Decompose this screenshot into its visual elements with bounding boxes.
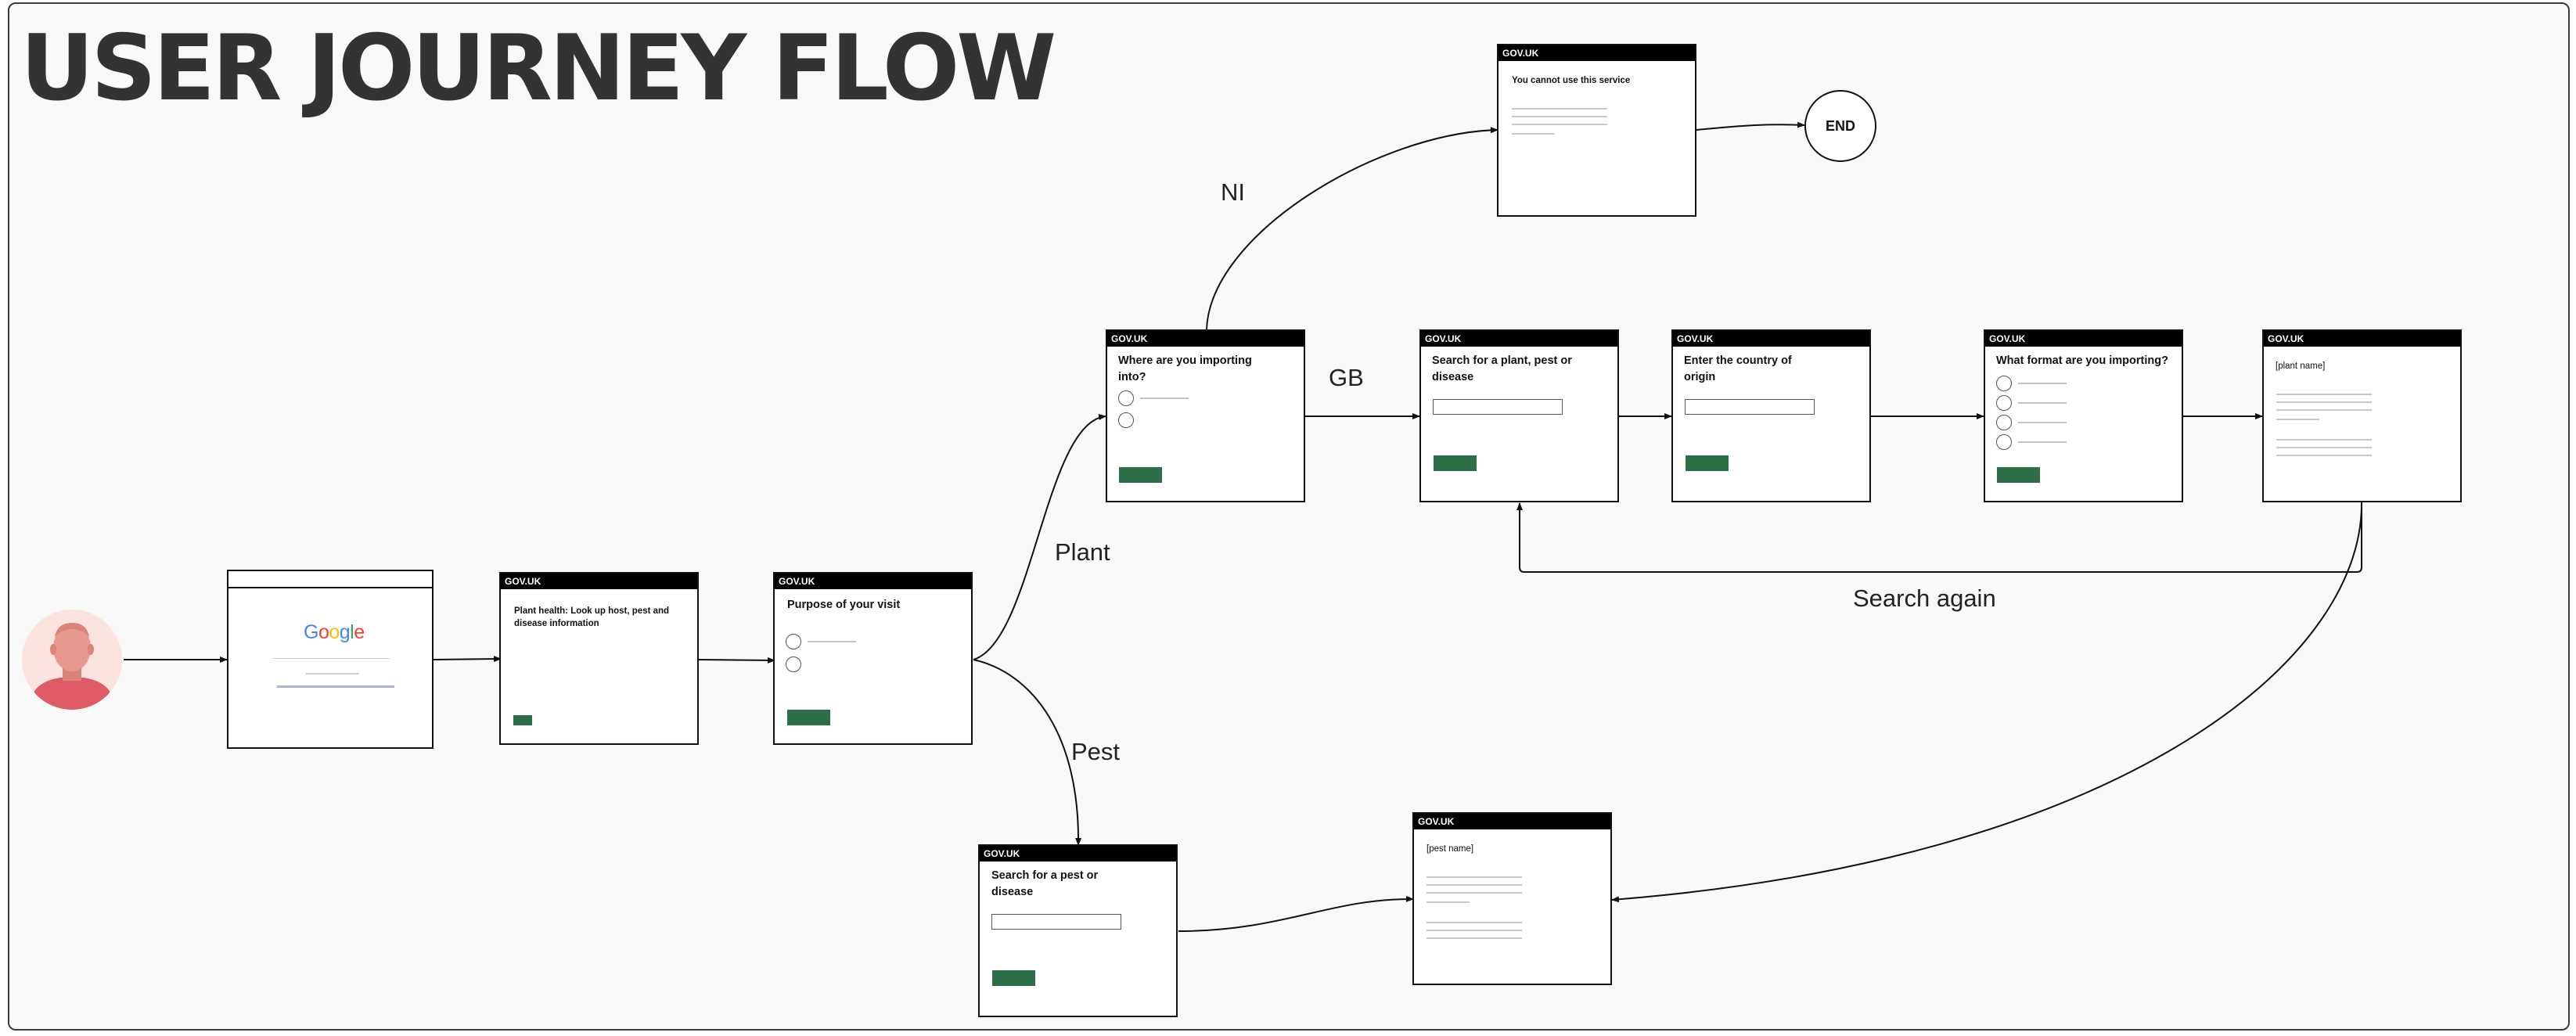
result-heading: [plant name] bbox=[2276, 362, 2326, 371]
continue-button[interactable] bbox=[1997, 467, 2040, 483]
search-plant-screen[interactable]: GOV.UK Search for a plant, pest or disea… bbox=[1419, 329, 1619, 502]
user-avatar bbox=[21, 609, 123, 714]
radio-label bbox=[2018, 441, 2067, 443]
search-pest-screen[interactable]: GOV.UK Search for a pest or disease bbox=[978, 844, 1178, 1017]
screen-heading: Search for a plant, pest or disease bbox=[1432, 354, 1572, 384]
arrow-pest-search-to-pest-result bbox=[1178, 895, 1414, 932]
arrow-search-to-start bbox=[432, 656, 502, 663]
arrow-importing-to-not-allowed bbox=[1206, 127, 1498, 331]
radio-option[interactable] bbox=[1996, 434, 2012, 450]
search-input[interactable] bbox=[1433, 399, 1563, 415]
browser-toolbar bbox=[228, 571, 432, 588]
body-text-line bbox=[1427, 930, 1522, 931]
body-text-line bbox=[1427, 876, 1522, 878]
body-text-line bbox=[2276, 394, 2372, 395]
country-input[interactable] bbox=[1685, 399, 1815, 415]
gov-header: GOV.UK bbox=[1107, 331, 1304, 347]
gov-header: GOV.UK bbox=[1985, 331, 2182, 347]
gov-header: GOV.UK bbox=[1414, 814, 1610, 829]
gov-header: GOV.UK bbox=[980, 846, 1176, 862]
radio-label bbox=[2018, 402, 2067, 404]
screen-heading: Where are you importing into? bbox=[1118, 354, 1252, 384]
body-text-line bbox=[2276, 409, 2372, 411]
edge-label-plant: Plant bbox=[1055, 538, 1110, 566]
body-text-line bbox=[1512, 124, 1607, 125]
arrow-purpose-to-pest-search bbox=[973, 659, 1082, 846]
search-engine-screen[interactable]: Google bbox=[227, 570, 434, 749]
screen-heading: Plant health: Look up host, pest and dis… bbox=[514, 606, 670, 628]
search-button[interactable] bbox=[992, 970, 1035, 986]
body-text-line bbox=[1427, 901, 1470, 903]
body-text-line bbox=[2276, 419, 2319, 420]
not-allowed-screen[interactable]: GOV.UK You cannot use this service bbox=[1497, 44, 1696, 217]
body-text-line bbox=[2276, 447, 2372, 448]
edge-label-search-again: Search again bbox=[1853, 585, 1996, 612]
gov-header: GOV.UK bbox=[1673, 331, 1869, 347]
end-node: END bbox=[1804, 90, 1876, 162]
gov-header: GOV.UK bbox=[775, 574, 971, 589]
body-text-line bbox=[2276, 439, 2372, 441]
search-button[interactable] bbox=[1434, 455, 1477, 471]
screen-heading: What format are you importing? bbox=[1996, 354, 2168, 367]
arrow-purpose-to-importing bbox=[973, 413, 1106, 660]
continue-button[interactable] bbox=[787, 710, 830, 725]
gov-header: GOV.UK bbox=[2264, 331, 2460, 347]
arrow-search-again bbox=[1516, 502, 2362, 573]
body-text-line bbox=[1427, 884, 1522, 886]
screen-heading: Search for a pest or disease bbox=[991, 869, 1099, 899]
radio-option[interactable] bbox=[786, 656, 801, 672]
purpose-screen[interactable]: GOV.UK Purpose of your visit bbox=[773, 572, 973, 745]
body-text-line bbox=[1512, 108, 1607, 110]
screen-heading: You cannot use this service bbox=[1512, 76, 1631, 85]
body-text-line bbox=[1427, 892, 1522, 894]
body-text-line bbox=[2276, 455, 2372, 456]
search-engine-logo: Google bbox=[304, 621, 365, 643]
search-input[interactable] bbox=[991, 914, 1121, 930]
body-text-line bbox=[1427, 922, 1522, 923]
search-buttons bbox=[306, 673, 359, 674]
importing-screen[interactable]: GOV.UK Where are you importing into? bbox=[1106, 329, 1305, 502]
start-button[interactable] bbox=[513, 715, 532, 725]
body-text-line bbox=[1512, 133, 1555, 135]
start-screen[interactable]: GOV.UK Plant health: Look up host, pest … bbox=[499, 572, 699, 745]
search-result-line bbox=[277, 685, 394, 688]
radio-option[interactable] bbox=[1996, 415, 2012, 430]
format-screen[interactable]: GOV.UK What format are you importing? bbox=[1984, 329, 2183, 502]
radio-label bbox=[1140, 397, 1189, 399]
gov-header: GOV.UK bbox=[1421, 331, 1617, 347]
edge-label-pest: Pest bbox=[1071, 738, 1121, 765]
screen-heading: Purpose of your visit bbox=[787, 599, 901, 611]
gov-header: GOV.UK bbox=[501, 574, 697, 589]
pest-result-screen[interactable]: GOV.UK [pest name] bbox=[1412, 812, 1612, 985]
radio-option[interactable] bbox=[1996, 395, 2012, 411]
screen-heading: Enter the country of origin bbox=[1684, 354, 1792, 384]
gov-header: GOV.UK bbox=[1498, 45, 1695, 61]
radio-option[interactable] bbox=[786, 634, 801, 649]
continue-button[interactable] bbox=[1119, 467, 1162, 483]
continue-button[interactable] bbox=[1686, 455, 1729, 471]
body-text-line bbox=[1427, 937, 1522, 939]
canvas-board bbox=[8, 2, 2570, 1031]
page-title: USER JOURNEY FLOW bbox=[20, 16, 1056, 121]
plant-result-screen[interactable]: GOV.UK [plant name] bbox=[2262, 329, 2462, 502]
arrow-not-allowed-to-end bbox=[1696, 121, 1805, 131]
result-heading: [pest name] bbox=[1427, 844, 1474, 854]
country-screen[interactable]: GOV.UK Enter the country of origin bbox=[1671, 329, 1871, 502]
edge-label-gb: GB bbox=[1329, 364, 1364, 391]
edge-label-ni: NI bbox=[1221, 178, 1245, 206]
arrow-plant-result-to-pest-result bbox=[1611, 502, 2363, 903]
body-text-line bbox=[1512, 116, 1607, 117]
radio-label bbox=[808, 641, 856, 642]
user-icon bbox=[22, 610, 122, 710]
radio-label bbox=[2018, 422, 2067, 423]
radio-option[interactable] bbox=[1996, 376, 2012, 391]
body-text-line bbox=[2276, 401, 2372, 403]
search-box bbox=[272, 658, 390, 659]
radio-option[interactable] bbox=[1118, 412, 1134, 428]
radio-option[interactable] bbox=[1118, 390, 1134, 406]
radio-label bbox=[2018, 383, 2067, 384]
